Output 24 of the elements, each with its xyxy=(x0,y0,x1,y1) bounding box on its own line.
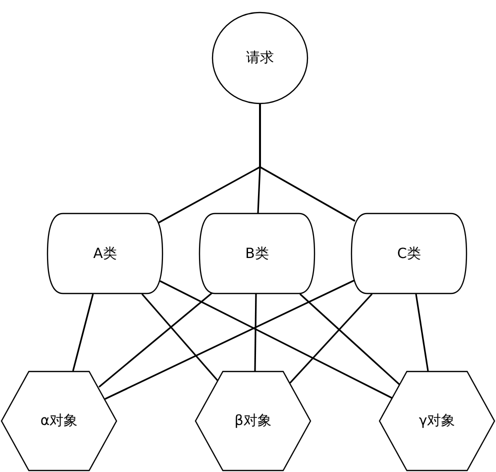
class-box xyxy=(199,213,315,294)
connector-line xyxy=(259,104,356,222)
node-label: 请求 xyxy=(246,49,274,67)
connector-line xyxy=(299,293,401,386)
connector-line xyxy=(104,279,356,400)
node-label: γ对象 xyxy=(418,412,456,430)
connector-line xyxy=(72,294,94,372)
node-label: α对象 xyxy=(40,412,78,430)
connector-line xyxy=(160,280,392,399)
connector-line xyxy=(415,294,429,372)
request-circle xyxy=(212,12,308,104)
connector-line xyxy=(98,292,213,388)
object-hexagon xyxy=(195,371,311,471)
class-box xyxy=(47,213,163,294)
node-label: C类 xyxy=(397,244,421,262)
connector-line xyxy=(254,294,257,372)
node-label: β对象 xyxy=(234,412,272,430)
connector-line xyxy=(141,293,219,382)
class-box xyxy=(351,213,467,294)
node-label: A类 xyxy=(93,244,117,262)
object-hexagon xyxy=(379,371,495,471)
object-hexagon xyxy=(1,371,117,471)
node-label: B类 xyxy=(245,244,269,262)
connector-line xyxy=(289,293,373,384)
